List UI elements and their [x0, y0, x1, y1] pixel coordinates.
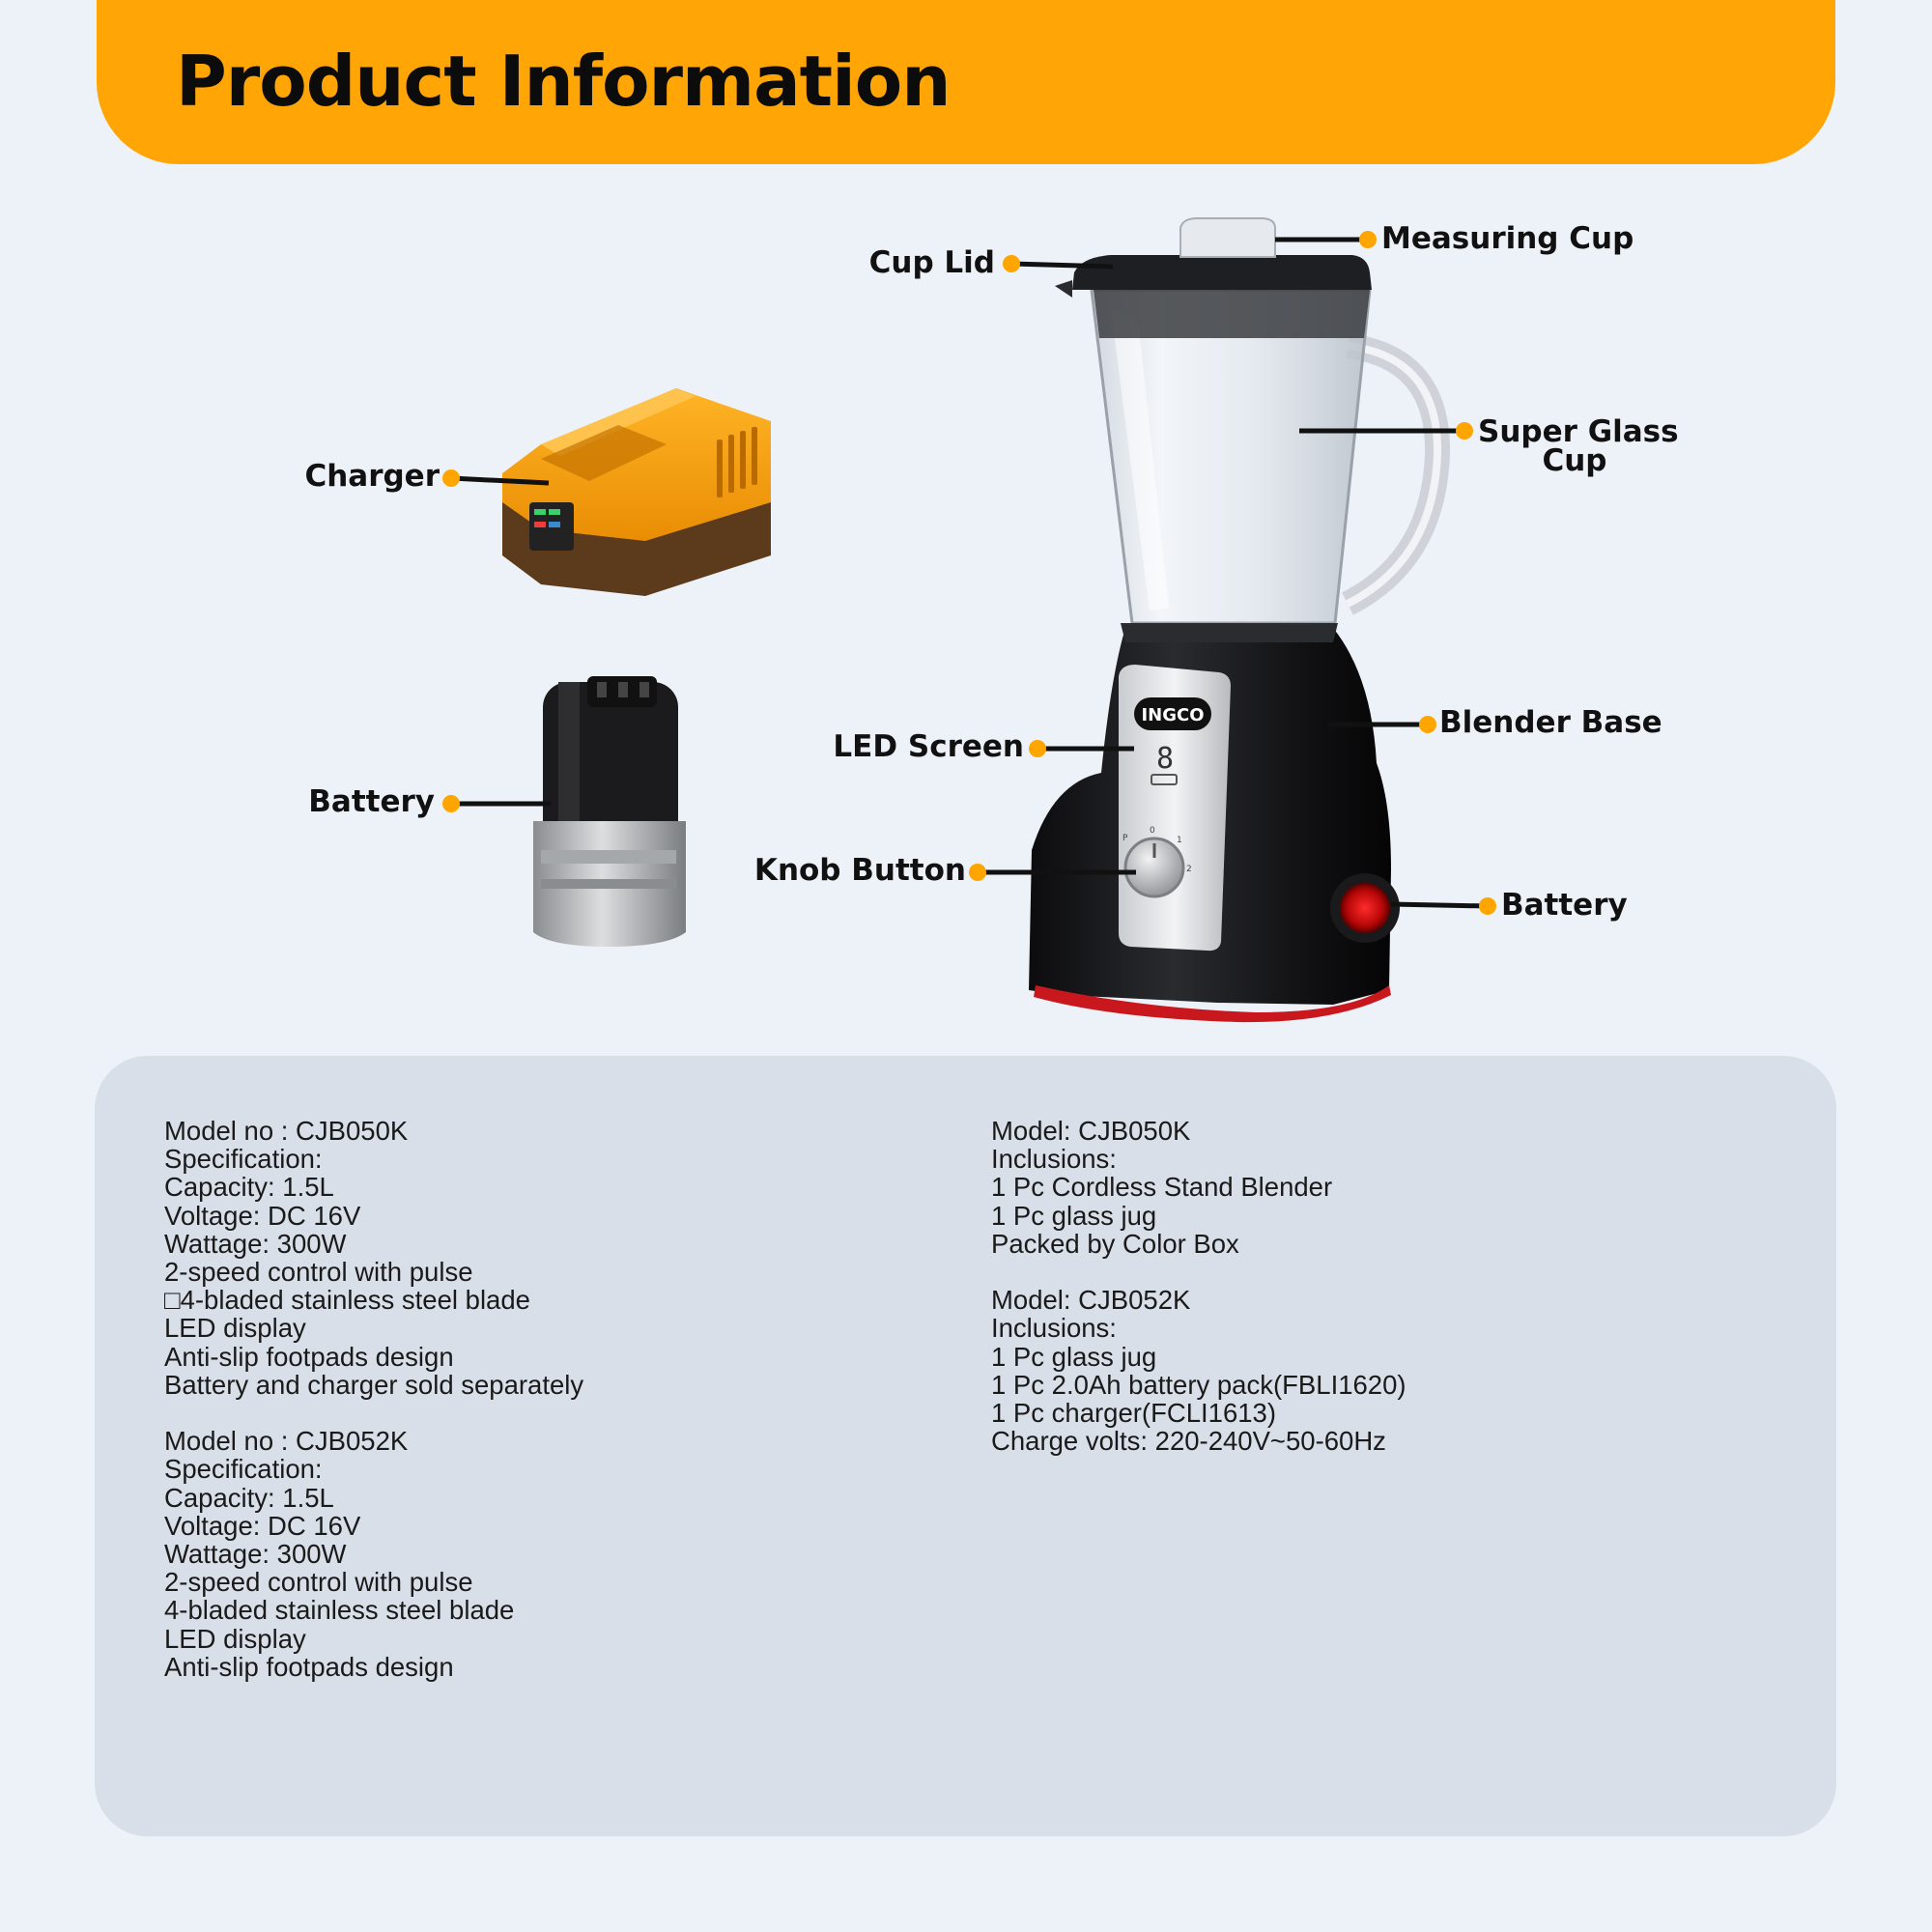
- inclusion-line: Model: CJB052K: [991, 1285, 1191, 1316]
- callout-measuring-cup: Measuring Cup: [1381, 221, 1634, 256]
- spec-line: LED display: [164, 1623, 306, 1654]
- callout-blender-base: Blender Base: [1439, 705, 1662, 740]
- inclusions-block-cjb052k: Model: CJB052K Inclusions: 1 Pc glass ju…: [991, 1286, 1406, 1455]
- inclusion-line: Model: CJB050K: [991, 1116, 1191, 1146]
- inclusion-line: 1 Pc 2.0Ah battery pack(FBLI1620): [991, 1369, 1406, 1400]
- spec-block-cjb050k: Model no : CJB050K Specification: Capaci…: [164, 1117, 583, 1399]
- page-title: Product Information: [176, 41, 951, 122]
- inclusion-line: 1 Pc glass jug: [991, 1341, 1157, 1372]
- knob-mark-0: 0: [1150, 826, 1155, 836]
- specs-left-column: Model no : CJB050K Specification: Capaci…: [164, 1117, 583, 1709]
- spec-line: Specification:: [164, 1144, 323, 1175]
- spec-line: 2-speed control with pulse: [164, 1567, 473, 1598]
- callout-super-glass-cup-line1: Super Glass: [1478, 414, 1679, 449]
- knob-mark-2: 2: [1186, 865, 1192, 874]
- spec-line: Anti-slip footpads design: [164, 1651, 454, 1682]
- specs-right-column: Model: CJB050K Inclusions: 1 Pc Cordless…: [991, 1117, 1406, 1484]
- inclusion-line: Inclusions:: [991, 1144, 1117, 1175]
- product-diagram: INGCO 8 P 0 1 2: [442, 217, 1496, 1023]
- callout-battery-left: Battery: [308, 784, 435, 819]
- spec-line: Model no : CJB050K: [164, 1116, 409, 1146]
- callout-markers: [442, 231, 1496, 915]
- spec-line: LED display: [164, 1313, 306, 1344]
- battery-image: [533, 676, 686, 947]
- callout-knob-button: Knob Button: [753, 853, 966, 888]
- spec-line: Voltage: DC 16V: [164, 1510, 361, 1541]
- spec-line: 2-speed control with pulse: [164, 1257, 473, 1288]
- spec-line: Model no : CJB052K: [164, 1426, 409, 1457]
- inclusion-line: 1 Pc Cordless Stand Blender: [991, 1172, 1333, 1203]
- header-banner: Product Information: [97, 0, 1835, 164]
- leader-lines: [450, 237, 1489, 909]
- spec-block-cjb052k: Model no : CJB052K Specification: Capaci…: [164, 1427, 583, 1681]
- callout-cup-lid: Cup Lid: [868, 245, 995, 280]
- knob-mark-p: P: [1122, 834, 1128, 843]
- callout-battery-right: Battery: [1501, 888, 1628, 923]
- charger-image: [502, 388, 771, 596]
- callout-led-screen: LED Screen: [833, 729, 1024, 764]
- specification-panel: Model no : CJB050K Specification: Capaci…: [95, 1056, 1836, 1836]
- inclusion-line: Inclusions:: [991, 1313, 1117, 1344]
- spec-line: Wattage: 300W: [164, 1539, 347, 1570]
- spec-line: Wattage: 300W: [164, 1228, 347, 1259]
- blender-image: INGCO 8 P 0 1 2: [1029, 217, 1451, 1023]
- inclusion-line: Charge volts: 220-240V~50-60Hz: [991, 1426, 1386, 1457]
- knob-mark-1: 1: [1177, 836, 1182, 845]
- callout-super-glass-cup-line2: Cup: [1542, 443, 1607, 478]
- inclusion-line: Packed by Color Box: [991, 1228, 1239, 1259]
- inclusion-line: 1 Pc glass jug: [991, 1200, 1157, 1231]
- spec-line: Capacity: 1.5L: [164, 1482, 334, 1513]
- spec-line: 4-bladed stainless steel blade: [164, 1595, 515, 1626]
- spec-line: Voltage: DC 16V: [164, 1200, 361, 1231]
- brand-logo: INGCO: [1141, 705, 1204, 725]
- callout-charger: Charger: [304, 459, 440, 494]
- spec-line: □4-bladed stainless steel blade: [164, 1285, 530, 1316]
- spec-line: Battery and charger sold separately: [164, 1369, 584, 1400]
- led-digit: 8: [1156, 742, 1174, 776]
- spec-line: Specification:: [164, 1454, 323, 1485]
- spec-line: Capacity: 1.5L: [164, 1172, 334, 1203]
- inclusions-block-cjb050k: Model: CJB050K Inclusions: 1 Pc Cordless…: [991, 1117, 1406, 1258]
- callout-super-glass-cup: Super Glass Cup: [1478, 414, 1679, 478]
- inclusion-line: 1 Pc charger(FCLI1613): [991, 1398, 1276, 1429]
- spec-line: Anti-slip footpads design: [164, 1341, 454, 1372]
